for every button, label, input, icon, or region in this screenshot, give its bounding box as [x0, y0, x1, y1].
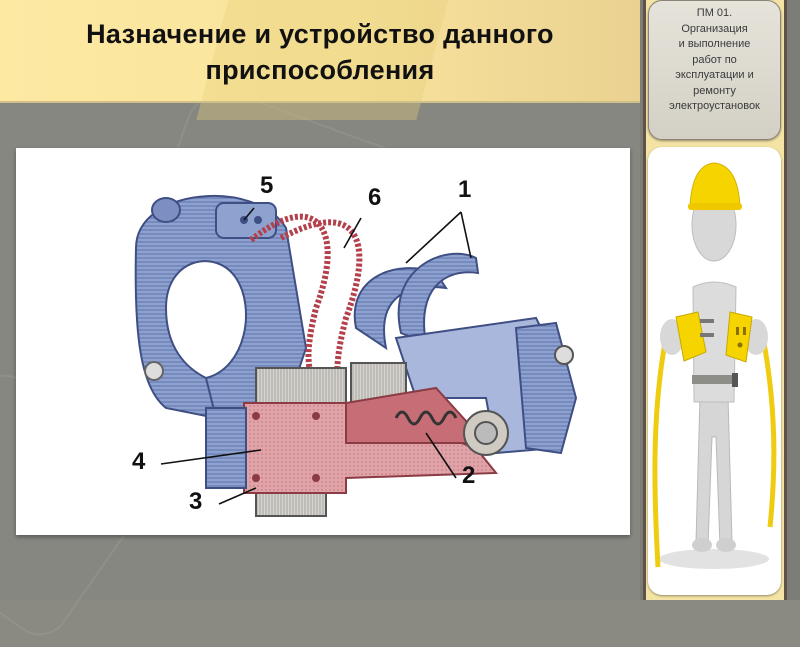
banner-divider: [0, 101, 640, 103]
shunt-cable: [249, 213, 363, 390]
module-label-line: ремонту: [693, 84, 736, 97]
module-label-line: ПМ 01.: [696, 7, 733, 19]
callout-3: 3: [189, 488, 203, 515]
module-label-line: электроустановок: [669, 100, 760, 112]
title-line-1: Назначение и устройство данного: [86, 19, 554, 49]
device-diagram: 5 6 1 4 3 2: [16, 148, 630, 535]
clamp-ring: [134, 194, 308, 420]
electrician-figure-icon: [652, 162, 777, 569]
module-label-line: и выполнение: [678, 38, 751, 50]
holder-body: [205, 386, 499, 494]
callout-4: 4: [132, 448, 146, 475]
module-label: ПМ 01. Организация и выполнение работ по…: [648, 0, 781, 140]
pressure-fingers: [353, 252, 578, 455]
module-label-line: работ по: [692, 53, 737, 66]
callout-leaders: [160, 207, 472, 505]
slide-title: Назначение и устройство данного приспосо…: [0, 16, 640, 88]
callout-6: 6: [368, 184, 382, 211]
module-label-line: Организация: [681, 22, 748, 35]
electrician-illustration: [648, 147, 781, 595]
pressure-spring: [394, 410, 509, 456]
title-line-2: приспособления: [205, 55, 435, 85]
brush-holder-illustration: [134, 194, 578, 517]
callout-1: 1: [458, 176, 472, 203]
callout-2: 2: [462, 462, 476, 489]
callout-5: 5: [260, 172, 274, 199]
module-label-line: эксплуатации и: [675, 69, 754, 81]
title-banner: Назначение и устройство данного приспосо…: [0, 0, 640, 120]
